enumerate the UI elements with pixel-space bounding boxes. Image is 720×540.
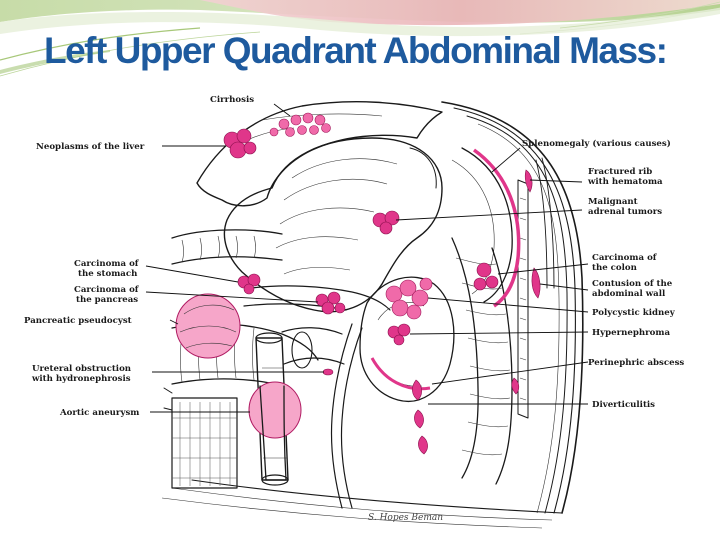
label-pancreatic-pseudocyst: Pancreatic pseudocyst <box>24 316 132 326</box>
pancreas-carcinoma <box>315 291 346 315</box>
aortic-aneurysm <box>248 381 302 439</box>
label-carcinoma-stomach-2: the stomach <box>78 269 138 279</box>
adrenal-tumor <box>372 210 400 235</box>
hypernephroma <box>387 323 411 346</box>
label-carcinoma-stomach-1: Carcinoma of <box>74 259 140 269</box>
diagram-labels: Cirrhosis Neoplasms of the liver Carcino… <box>24 95 684 523</box>
artist-signature: S. Hopes Beman <box>368 513 443 523</box>
label-hypernephroma: Hypernephroma <box>592 328 670 338</box>
label-malignant-adrenal-1: Malignant <box>588 197 638 207</box>
slide-title: Left Upper Quadrant Abdominal Mass: <box>44 30 668 71</box>
polycystic-kidney <box>385 277 433 320</box>
label-malignant-adrenal-2: adrenal tumors <box>588 207 662 217</box>
liver-neoplasm <box>223 128 257 159</box>
label-carcinoma-colon-2: the colon <box>592 263 638 273</box>
cirrhosis-nodules <box>269 112 331 137</box>
anatomy-illustration <box>161 101 584 529</box>
label-carcinoma-pancreas-1: Carcinoma of <box>74 285 140 295</box>
mass-lesions <box>175 112 541 481</box>
leader-lines <box>145 103 589 413</box>
ureteral-obstruction <box>322 368 334 376</box>
label-contusion-1: Contusion of the <box>592 279 673 289</box>
slide-banner <box>0 0 720 77</box>
label-carcinoma-colon-1: Carcinoma of <box>592 253 658 263</box>
stomach-carcinoma <box>237 273 261 295</box>
wall-contusion <box>531 267 541 299</box>
label-cirrhosis: Cirrhosis <box>210 95 254 105</box>
splenomegaly-rim <box>472 148 521 308</box>
diagram-drawing: Cirrhosis Neoplasms of the liver Carcino… <box>24 95 684 529</box>
label-splenomegaly: Splenomegaly (various causes) <box>522 138 671 149</box>
label-ureteral-2: with hydronephrosis <box>31 374 131 384</box>
colon-carcinoma <box>473 262 499 291</box>
label-aortic-aneurysm: Aortic aneurysm <box>59 408 139 418</box>
rib-hematoma <box>524 169 533 193</box>
label-polycystic-kidney: Polycystic kidney <box>592 308 676 318</box>
label-contusion-2: abdominal wall <box>592 289 666 299</box>
label-ureteral-1: Ureteral obstruction <box>32 364 132 374</box>
diverticulitis <box>412 377 520 455</box>
label-carcinoma-pancreas-2: the pancreas <box>76 295 138 305</box>
label-neoplasms-liver: Neoplasms of the liver <box>36 142 145 152</box>
abdominal-mass-diagram: Cirrhosis Neoplasms of the liver Carcino… <box>22 88 698 540</box>
label-fractured-rib-1: Fractured rib <box>588 167 652 177</box>
perinephric-abscess <box>370 357 431 391</box>
label-diverticulitis: Diverticulitis <box>592 400 655 410</box>
label-fractured-rib-2: with hematoma <box>587 177 663 187</box>
label-perinephric-abscess: Perinephric abscess <box>588 358 684 368</box>
